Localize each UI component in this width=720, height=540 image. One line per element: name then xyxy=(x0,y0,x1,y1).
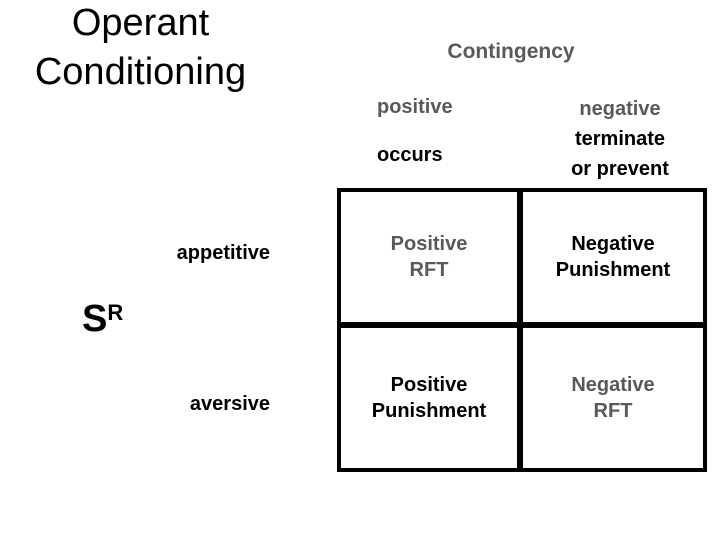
column-header-positive: positive xyxy=(377,96,453,118)
cell-line: RFT xyxy=(593,400,633,422)
column-header-negative: negative xyxy=(579,98,661,120)
cell-negative-rft: Negative RFT xyxy=(523,328,703,468)
cell-line: Negative xyxy=(571,374,655,396)
stimulus-symbol-base: S xyxy=(82,298,108,340)
page-title: Operant Conditioning xyxy=(34,2,247,93)
row-header-aversive: aversive xyxy=(189,393,270,415)
stimulus-symbol: SR xyxy=(82,300,123,338)
cell-line: Negative xyxy=(571,233,655,255)
contingency-matrix: Positive RFT Negative Punishment Positiv… xyxy=(337,188,707,472)
row-header-appetitive: appetitive xyxy=(176,242,270,264)
column-header-negative-block: negative terminate or prevent xyxy=(540,94,700,184)
cell-line: RFT xyxy=(409,259,449,281)
cell-line: Punishment xyxy=(555,259,671,281)
cell-negative-punishment: Negative Punishment xyxy=(523,192,703,322)
contingency-axis-label: Contingency xyxy=(447,40,575,63)
cell-positive-rft: Positive RFT xyxy=(341,192,517,322)
cell-positive-punishment: Positive Punishment xyxy=(341,328,517,468)
column-subheader-terminate: terminate xyxy=(574,128,666,150)
cell-line: Punishment xyxy=(371,400,487,422)
cell-line: Positive xyxy=(390,374,468,396)
column-subheader-or-prevent: or prevent xyxy=(571,158,669,180)
cell-line: Positive xyxy=(390,233,468,255)
stimulus-symbol-superscript: R xyxy=(107,300,124,325)
column-subheader-occurs: occurs xyxy=(377,144,443,166)
